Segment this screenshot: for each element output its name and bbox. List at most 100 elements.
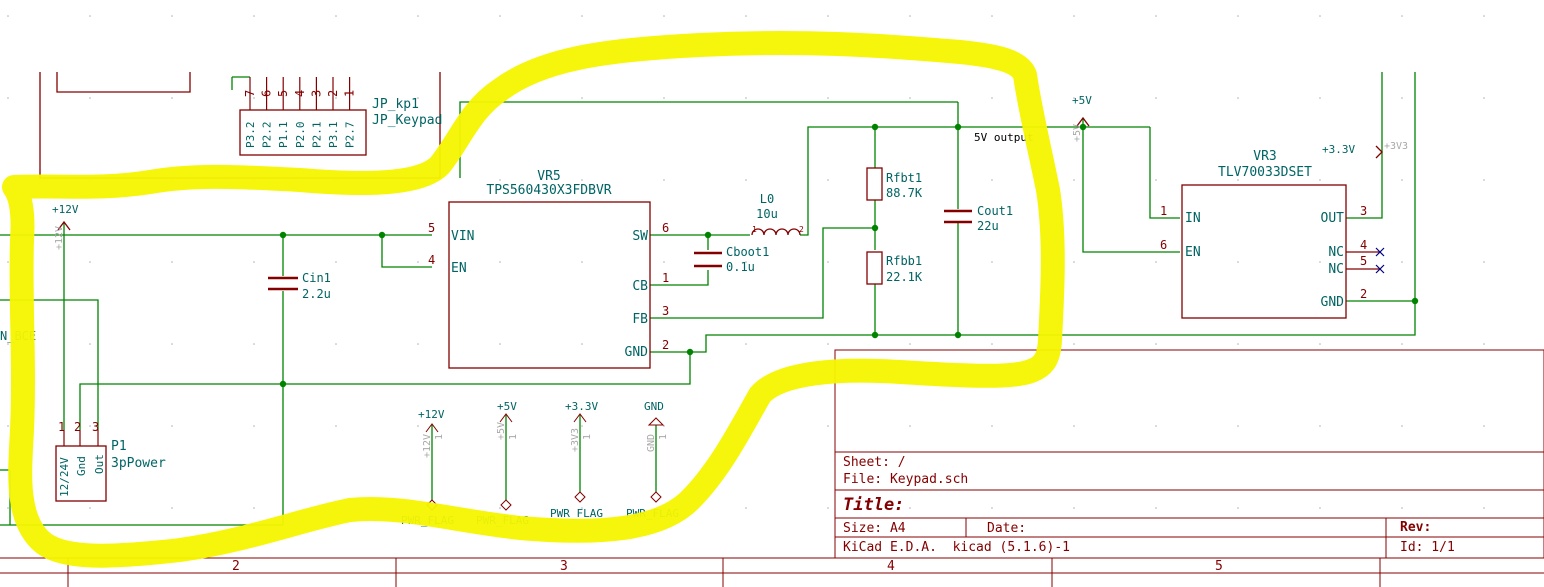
grid-dot (991, 343, 993, 345)
grid-dot (1237, 343, 1239, 345)
grid-dot (909, 343, 911, 345)
grid-dot (1401, 15, 1403, 17)
grid-dot (1319, 261, 1321, 263)
grid-dot (171, 343, 173, 345)
grid-dot (663, 97, 665, 99)
inductor-l0[interactable]: L0 10u 1 2 (751, 192, 804, 236)
grid-dot (1073, 507, 1075, 509)
title-block-size: Size: A4 (843, 521, 906, 536)
grid-dot (1073, 179, 1075, 181)
grid-dot (7, 507, 9, 509)
border-column-4: 4 (887, 559, 895, 574)
cboot1-value: 0.1u (726, 260, 755, 274)
power-symbol-12v-main[interactable]: +12V +12V (52, 203, 79, 250)
grid-dot (7, 261, 9, 263)
border-column-5: 5 (1215, 559, 1223, 574)
grid-dot (1483, 179, 1485, 181)
grid-dot (499, 261, 501, 263)
p1-pin3-name: Out (93, 454, 106, 474)
power-flag-5v[interactable]: +5V +5V 1 PWR_FLAG (476, 400, 529, 527)
grid-dot (1483, 97, 1485, 99)
keypad-pin-number: 5 (276, 90, 290, 97)
power-flag-3v3[interactable]: +3.3V +3V3 1 PWR_FLAG (550, 400, 603, 520)
regulator-vr3[interactable]: VR3 TLV70033DSET 1 IN 6 EN 3 OUT 4 NC 5 … (1160, 149, 1385, 319)
grid-dot (335, 425, 337, 427)
grid-dot (417, 425, 419, 427)
regulator-vr5[interactable]: VR5 TPS560430X3FDBVR 5 VIN 4 EN 6 SW 1 C… (428, 169, 669, 369)
power-3v3-main-ghost: +3V3 (1384, 141, 1408, 152)
grid-dot (1155, 261, 1157, 263)
grid-dot (663, 261, 665, 263)
vr5-value: TPS560430X3FDBVR (486, 183, 611, 198)
vr3-pin-nc5-num: 5 (1360, 254, 1367, 268)
grid-dot (335, 261, 337, 263)
vr5-pin-fb-num: 3 (662, 304, 669, 318)
grid-dot (663, 425, 665, 427)
l0-pin1: 1 (752, 225, 757, 234)
grid-dot (1401, 97, 1403, 99)
cin1-value: 2.2u (302, 287, 331, 301)
l0-ref: L0 (760, 192, 774, 206)
power-5v-main-ghost: +5V (1072, 124, 1083, 142)
power-5v-main-label: +5V (1072, 94, 1092, 107)
grid-dot (1401, 507, 1403, 509)
grid-dot (499, 179, 501, 181)
capacitor-cin1[interactable]: Cin1 2.2u (268, 271, 331, 301)
power-3v3-main-label: +3.3V (1322, 143, 1355, 156)
junctions (279, 123, 1419, 388)
grid-dot (253, 425, 255, 427)
grid-dot (745, 97, 747, 99)
keypad-pin-name: P3.1 (327, 122, 340, 149)
grid-dot (1483, 15, 1485, 17)
grid-dot (745, 15, 747, 17)
keypad-pin-number: 4 (293, 90, 307, 97)
grid-dot (417, 15, 419, 17)
vr5-pin-cb-name: CB (632, 279, 648, 294)
l0-pin2: 2 (799, 225, 804, 234)
grid-dot (991, 15, 993, 17)
grid-dot (171, 261, 173, 263)
grid-dot (991, 97, 993, 99)
grid-dot (1319, 343, 1321, 345)
grid-dot (827, 507, 829, 509)
resistor-rfbt1[interactable]: Rfbt1 88.7K (866, 167, 923, 201)
power-symbol-5v-main[interactable]: +5V +5V (1072, 94, 1092, 142)
capacitor-cout1[interactable]: Cout1 22u (944, 204, 1013, 233)
vr5-ref: VR5 (537, 169, 560, 184)
keypad-ref: JP_kp1 (372, 97, 419, 112)
grid-dot (89, 507, 91, 509)
vr3-pin-en-num: 6 (1160, 238, 1167, 252)
flag-3v3-label: +3.3V (565, 400, 598, 413)
p1-pin2-num: 2 (74, 420, 81, 434)
grid-dot (1237, 97, 1239, 99)
keypad-pin-name: P2.0 (294, 122, 307, 149)
flag-5v-ghost: +5V (496, 422, 507, 440)
capacitor-cboot1[interactable]: Cboot1 0.1u (694, 245, 769, 274)
title-block-date: Date: (987, 521, 1026, 536)
keypad-pin-number: 7 (243, 90, 257, 97)
keypad-pin-name: P1.1 (277, 122, 290, 149)
grid-dot (417, 97, 419, 99)
flag-5v-pin: 1 (508, 434, 519, 440)
resistor-rfbb1[interactable]: Rfbb1 22.1K (866, 251, 923, 285)
grid-dot (335, 343, 337, 345)
border-column-3: 3 (560, 559, 568, 574)
grid-dot (1237, 179, 1239, 181)
power-symbol-3v3-main[interactable]: +3.3V +3V3 (1322, 141, 1408, 159)
grid-dot (909, 15, 911, 17)
grid-dot (1483, 425, 1485, 427)
grid-dot (1319, 425, 1321, 427)
grid-dot (335, 15, 337, 17)
grid-dot (1073, 15, 1075, 17)
power-connector-p1[interactable]: 1 2 3 12/24V Gnd Out P1 3pPower (55, 420, 166, 502)
keypad-pin-number: 2 (326, 90, 340, 97)
grid-dot (909, 425, 911, 427)
grid-dot (89, 97, 91, 99)
grid-dot (89, 343, 91, 345)
vr5-pin-en-name: EN (451, 261, 467, 276)
flag-gnd-pin: 1 (658, 434, 669, 440)
grid-dot (581, 261, 583, 263)
vr5-pin-cb-num: 1 (662, 271, 669, 285)
